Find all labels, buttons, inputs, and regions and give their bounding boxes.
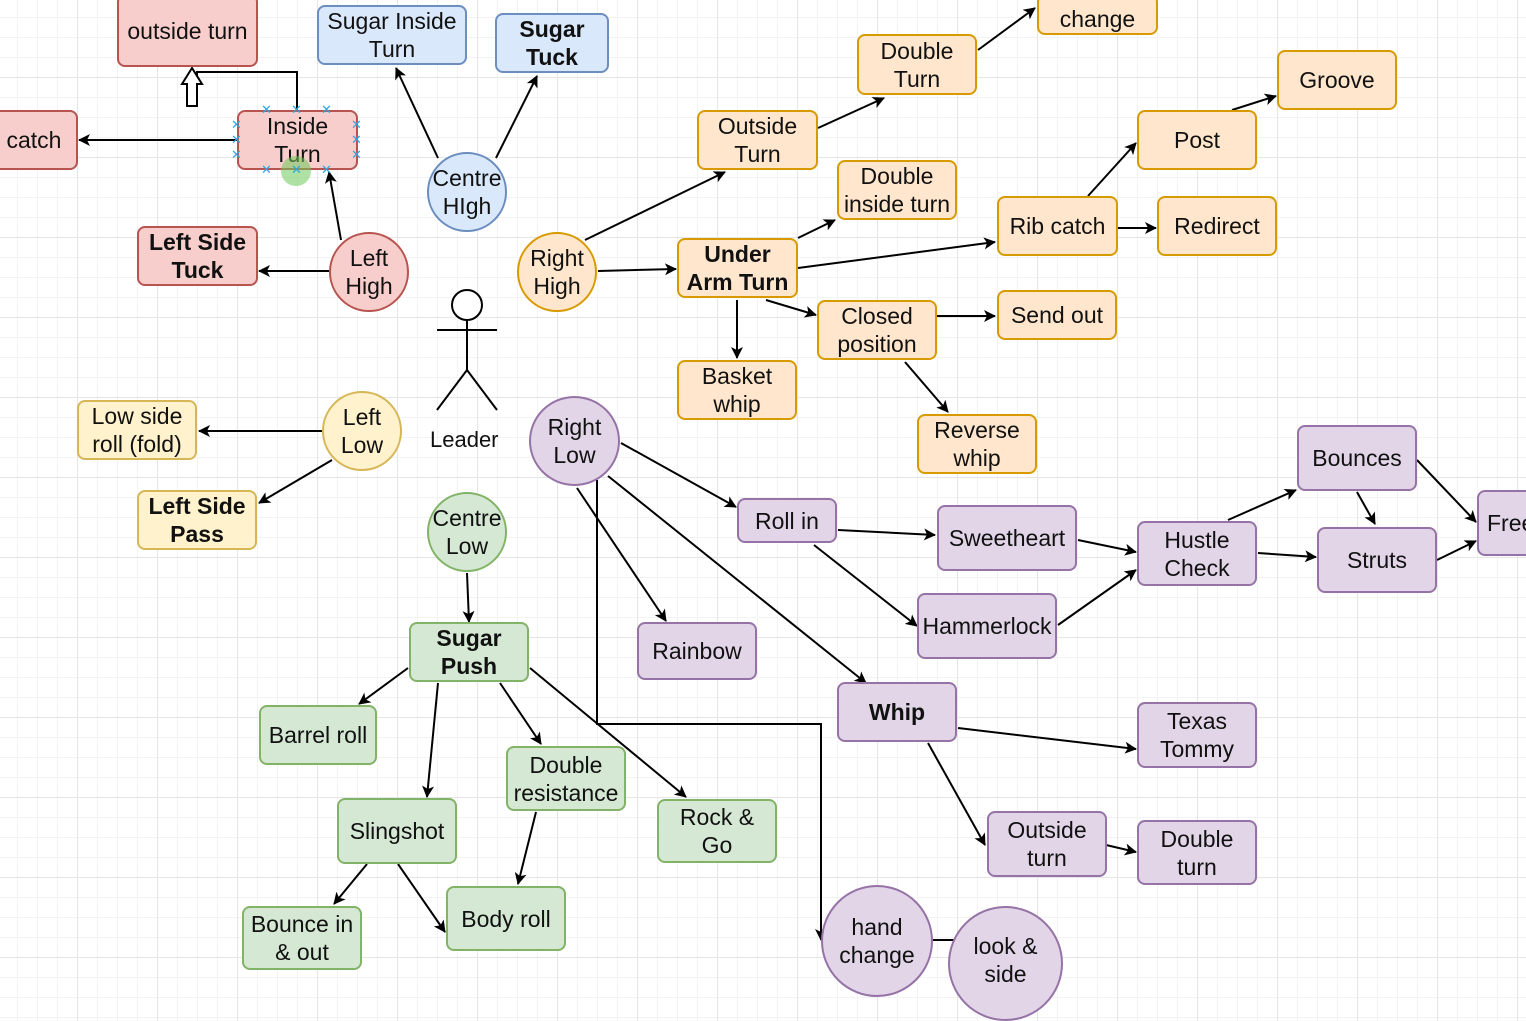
node-closed-position[interactable]: Closed position <box>817 300 937 360</box>
edge-hustle-bounces[interactable] <box>1227 488 1297 521</box>
edge-outside-turn-double-turn-2[interactable] <box>1105 843 1137 856</box>
node-sugar-tuck[interactable]: Sugar Tuck <box>495 13 609 73</box>
edge-sugar-push-double-resistance[interactable] <box>499 682 542 745</box>
node-roll-in[interactable]: Roll in <box>737 498 837 543</box>
node-slingshot[interactable]: Slingshot <box>337 798 457 864</box>
node-left-high[interactable]: Left High <box>329 232 409 312</box>
node-hand-change-top[interactable]: change <box>1037 0 1158 35</box>
edge-whip-texas-tommy[interactable] <box>957 727 1137 754</box>
edge-right-high-under-arm[interactable] <box>597 263 677 276</box>
node-under-arm-turn[interactable]: Under Arm Turn <box>677 238 798 298</box>
node-outside-turn-orange[interactable]: Outside Turn <box>697 110 818 170</box>
connection-point-handle[interactable] <box>281 156 311 186</box>
node-left-low[interactable]: Left Low <box>322 391 402 471</box>
edge-under-arm-closed[interactable] <box>765 299 817 318</box>
node-free[interactable]: Free <box>1477 490 1526 556</box>
node-send-out[interactable]: Send out <box>997 290 1117 340</box>
edge-hustle-struts[interactable] <box>1257 550 1317 563</box>
edge-centre-high-sugar-tuck[interactable] <box>495 75 538 159</box>
edge-bounces-struts[interactable] <box>1356 491 1376 525</box>
node-sugar-inside-turn[interactable]: Sugar Inside Turn <box>317 5 467 65</box>
node-bounces[interactable]: Bounces <box>1297 425 1417 491</box>
edge-inside-turn-outside-turn[interactable] <box>180 66 298 110</box>
edge-sugar-push-slingshot[interactable] <box>422 682 439 798</box>
node-right-high[interactable]: Right High <box>517 232 597 312</box>
node-hustle-check[interactable]: Hustle Check <box>1137 521 1257 586</box>
node-right-low[interactable]: Right Low <box>529 396 620 486</box>
node-texas-tommy[interactable]: Texas Tommy <box>1137 702 1257 768</box>
edge-roll-in-sweetheart[interactable] <box>837 528 936 541</box>
edge-sugar-push-rock-go[interactable] <box>529 667 687 798</box>
node-left-side-pass[interactable]: Left Side Pass <box>137 490 257 550</box>
node-redirect[interactable]: Redirect <box>1157 196 1277 256</box>
edge-centre-low-sugar-push[interactable] <box>462 572 475 623</box>
edge-slingshot-bounce[interactable] <box>333 863 368 905</box>
node-basket-whip[interactable]: Basket whip <box>677 360 797 420</box>
edge-double-turn-change[interactable] <box>977 7 1036 51</box>
edge-left-low-left-side-pass[interactable] <box>258 459 333 504</box>
edge-under-arm-double-inside[interactable] <box>797 219 836 239</box>
node-outside-turn[interactable]: outside turn <box>117 0 258 67</box>
edges-layer <box>78 7 1477 941</box>
node-hand-change[interactable]: hand change <box>821 885 933 997</box>
node-double-inside-turn[interactable]: Double inside turn <box>837 160 957 220</box>
edge-closed-reverse[interactable] <box>904 361 949 413</box>
edge-rib-catch-post[interactable] <box>1087 142 1137 197</box>
edge-left-high-inside-turn[interactable] <box>325 171 342 241</box>
node-bounce-in-out[interactable]: Bounce in & out <box>242 906 362 970</box>
edge-outside-turn-double-turn[interactable] <box>817 97 885 129</box>
node-struts[interactable]: Struts <box>1317 527 1437 593</box>
node-low-side-roll[interactable]: Low side roll (fold) <box>77 400 197 460</box>
edge-right-high-outside-turn[interactable] <box>584 171 726 241</box>
edge-hammerlock-hustle[interactable] <box>1057 569 1137 626</box>
edge-roll-in-hammerlock[interactable] <box>813 544 918 627</box>
edge-struts-free[interactable] <box>1436 540 1477 561</box>
node-rock-go[interactable]: Rock & Go <box>657 799 777 863</box>
edge-right-low-rainbow[interactable] <box>576 487 667 622</box>
node-body-roll[interactable]: Body roll <box>446 886 566 951</box>
edge-sweetheart-hustle[interactable] <box>1077 539 1137 556</box>
edge-post-groove[interactable] <box>1231 93 1277 111</box>
stick-figure-icon[interactable] <box>436 289 498 411</box>
edge-slingshot-body-roll[interactable] <box>397 863 446 933</box>
node-rib-catch[interactable]: Rib catch <box>997 196 1118 256</box>
edge-sugar-push-barrel[interactable] <box>358 667 409 705</box>
edge-right-low-roll-in[interactable] <box>620 442 737 508</box>
node-look-side[interactable]: look & side <box>948 906 1063 1021</box>
node-hammerlock[interactable]: Hammerlock <box>917 593 1057 659</box>
node-left-side-tuck[interactable]: Left Side Tuck <box>137 226 258 286</box>
leader-label: Leader <box>430 427 499 452</box>
edge-under-arm-rib-catch[interactable] <box>797 237 996 269</box>
edge-right-low-whip[interactable] <box>607 475 867 684</box>
node-sugar-push[interactable]: Sugar Push <box>409 622 529 682</box>
node-catch[interactable]: catch <box>0 110 78 170</box>
node-groove[interactable]: Groove <box>1277 50 1397 110</box>
node-double-resistance[interactable]: Double resistance <box>506 746 626 811</box>
node-outside-turn-purple[interactable]: Outside turn <box>987 811 1107 877</box>
node-double-turn[interactable]: Double Turn <box>857 34 977 95</box>
node-double-turn-purple[interactable]: Double turn <box>1137 820 1257 885</box>
node-whip[interactable]: Whip <box>837 682 957 742</box>
node-centre-low[interactable]: Centre Low <box>427 492 507 572</box>
node-barrel-roll[interactable]: Barrel roll <box>259 705 377 765</box>
node-reverse-whip[interactable]: Reverse whip <box>917 414 1037 474</box>
node-centre-high[interactable]: Centre HIgh <box>427 152 507 232</box>
edge-double-resistance-body-roll[interactable] <box>514 811 537 885</box>
edge-bounces-free[interactable] <box>1416 459 1477 523</box>
edge-right-low-hand-change[interactable] <box>596 480 827 941</box>
node-post[interactable]: Post <box>1137 110 1257 170</box>
node-sweetheart[interactable]: Sweetheart <box>937 505 1077 571</box>
node-rainbow[interactable]: Rainbow <box>637 622 757 680</box>
edge-centre-high-sugar-inside-turn[interactable] <box>395 67 439 159</box>
edge-whip-outside-turn[interactable] <box>927 742 986 846</box>
